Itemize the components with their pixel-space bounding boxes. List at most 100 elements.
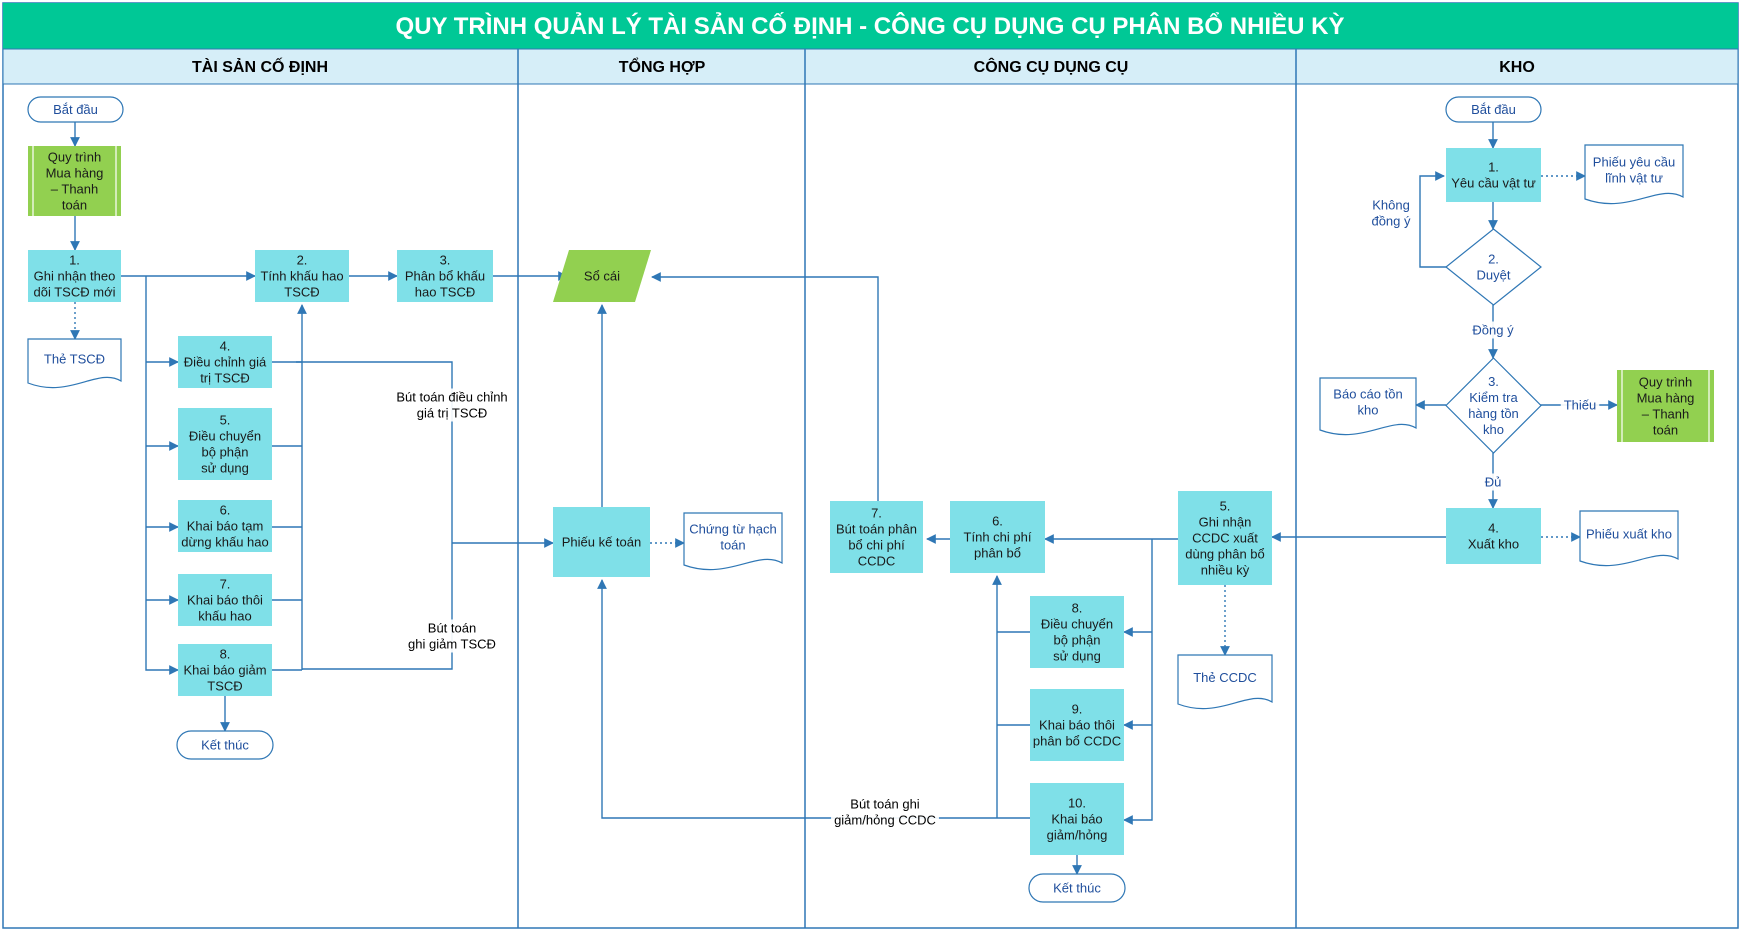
node-label-line: toán xyxy=(1653,423,1678,438)
node-k_start[interactable]: Bắt đầu xyxy=(1445,96,1542,123)
lane-header-tscd: TÀI SẢN CỐ ĐỊNH xyxy=(192,56,328,76)
node-label-line: Mua hàng xyxy=(46,166,104,181)
node-label-line: sử dụng xyxy=(201,461,249,476)
node-label-line: bộ phận xyxy=(202,445,249,460)
edge-label-text-line: giảm/hỏng CCDC xyxy=(834,813,936,828)
node-label-line: dừng khấu hao xyxy=(181,535,269,550)
node-label-line: 1. xyxy=(1488,160,1499,175)
node-label-line: Ghi nhận xyxy=(1199,515,1252,530)
subprocess-box xyxy=(1617,370,1714,442)
node-phieu_kt[interactable]: Phiếu kế toán xyxy=(553,507,650,577)
diagram-title: QUY TRÌNH QUẢN LÝ TÀI SẢN CỐ ĐỊNH - CÔNG… xyxy=(396,11,1345,40)
node-label-line: 1. xyxy=(69,253,80,268)
node-label-line: Duyệt xyxy=(1477,268,1511,283)
node-label-line: 7. xyxy=(871,506,882,521)
node-label-line: dùng phân bổ xyxy=(1185,547,1265,562)
edge-label-text-line: giá trị TSCĐ xyxy=(417,406,488,421)
node-label-line: 6. xyxy=(992,514,1003,529)
document-shape xyxy=(1579,510,1679,567)
node-label-line: Báo cáo tồn xyxy=(1333,387,1402,402)
edge-label-text-line: Không xyxy=(1372,198,1410,213)
node-label-line: 5. xyxy=(1220,499,1231,514)
node-label-line: Xuất kho xyxy=(1468,537,1519,552)
node-label-line: Thẻ TSCĐ xyxy=(44,352,105,367)
ledger-shape xyxy=(553,250,651,302)
node-k_doc3[interactable]: Phiếu xuất kho xyxy=(1579,510,1679,567)
node-label: 1.Yêu cầu vật tư xyxy=(1451,160,1536,191)
node-label-line: 7. xyxy=(220,577,231,592)
node-label-line: phân bổ xyxy=(974,546,1021,561)
edge xyxy=(651,272,879,507)
edge-label-text-line: Đủ xyxy=(1485,475,1502,490)
node-label-line: Kết thúc xyxy=(201,738,249,753)
edge-label-text-line: ghi giảm TSCĐ xyxy=(408,637,496,652)
edge-label-bg xyxy=(1560,396,1600,414)
node-label: Bắt đầu xyxy=(1471,102,1516,117)
node-label-line: CCDC xyxy=(858,554,896,569)
edge-label-text-line: đồng ý xyxy=(1371,214,1411,229)
process-box xyxy=(950,501,1045,573)
node-label-line: Khai báo xyxy=(1051,812,1102,827)
node-label-line: Bút toán phân xyxy=(836,522,917,537)
node-label-line: 5. xyxy=(220,413,231,428)
lane-dividers xyxy=(517,49,1297,928)
node-k1[interactable]: 1.Yêu cầu vật tư xyxy=(1446,148,1541,202)
node-label-line: TSCĐ xyxy=(284,285,319,300)
node-k2[interactable]: 2.Duyệt xyxy=(1445,228,1542,306)
terminal-shape xyxy=(27,96,124,123)
edge-label-text: Đồng ý xyxy=(1472,323,1514,338)
node-label-line: Yêu cầu vật tư xyxy=(1451,176,1536,191)
node-c_doc[interactable]: Thẻ CCDC xyxy=(1177,654,1273,710)
node-label: Sổ cái xyxy=(584,269,620,284)
edge-label-text-line: Bút toán điều chỉnh xyxy=(396,390,507,405)
node-label-line: Kiểm tra xyxy=(1469,390,1518,405)
process-box xyxy=(255,250,349,302)
node-a_doc[interactable]: Thẻ TSCĐ xyxy=(27,338,122,389)
process-box xyxy=(553,507,650,577)
node-a_start[interactable]: Bắt đầu xyxy=(27,96,124,123)
node-a_end[interactable]: Kết thúc xyxy=(176,730,274,760)
node-label-line: toán xyxy=(720,538,745,553)
node-label-line: Quy trình xyxy=(1639,375,1692,390)
node-so_cai[interactable]: Sổ cái xyxy=(553,250,651,302)
node-label-line: hao TSCĐ xyxy=(415,285,475,300)
node-k4[interactable]: 4.Xuất kho xyxy=(1446,508,1541,564)
node-c_end[interactable]: Kết thúc xyxy=(1028,873,1126,903)
node-label-line: 2. xyxy=(297,253,308,268)
edge xyxy=(145,276,179,675)
process-box xyxy=(178,644,272,696)
edge-label-bg xyxy=(1481,473,1505,491)
edge xyxy=(296,361,453,670)
